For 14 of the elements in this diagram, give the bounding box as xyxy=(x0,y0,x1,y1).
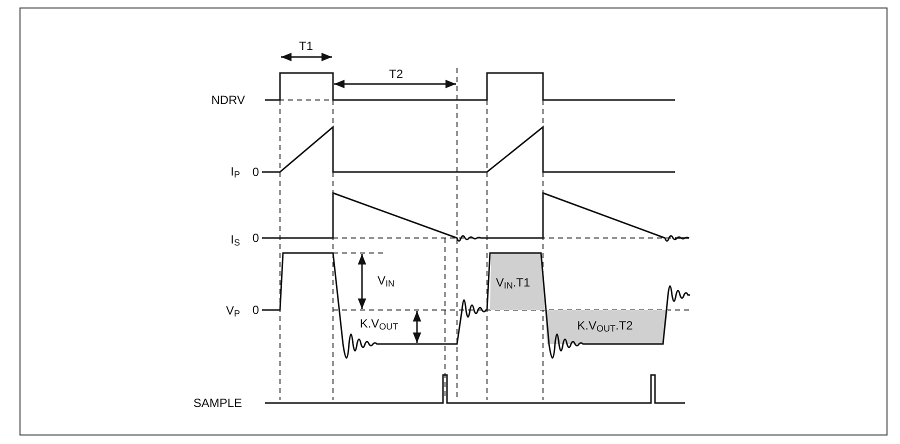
area-label: V$_{IN}$.T1 xyxy=(496,276,530,290)
signal-name: I$_{P}$ xyxy=(230,164,240,180)
zero-level-label: 0 xyxy=(252,231,259,245)
dimension-label: K.V$_{OUT}$ xyxy=(360,316,398,332)
signal-name: SAMPLE xyxy=(193,396,242,410)
dimension-label: T1 xyxy=(299,39,313,53)
area-label: K.V$_{OUT}$.T2 xyxy=(577,318,633,334)
dimension-label: V$_{IN}$ xyxy=(378,274,394,288)
dimension-label: T2 xyxy=(389,67,403,81)
zero-level-label: 0 xyxy=(252,165,259,179)
signal-name: I$_{S}$ xyxy=(230,232,240,248)
signal-name: NDRV xyxy=(211,93,245,107)
signal-name: V$_{P}$ xyxy=(226,304,240,318)
zero-level-label: 0 xyxy=(252,303,259,317)
